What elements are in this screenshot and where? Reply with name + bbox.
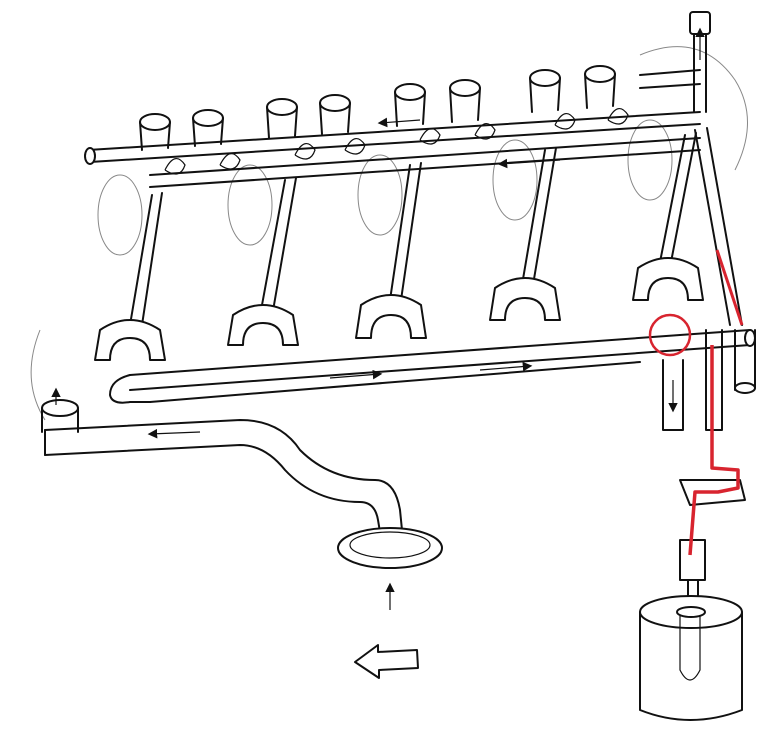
highlighted-oil-path: [648, 249, 744, 556]
pickup-tube: [41, 399, 443, 569]
filter-assembly: [639, 329, 756, 721]
lifter-3: [266, 98, 298, 139]
top-sender-tube: [689, 11, 711, 113]
flow-arrows: [51, 27, 705, 610]
main-oil-gallery: [109, 329, 756, 404]
lifter-5: [394, 83, 426, 127]
front-of-engine-arrow-icon: [354, 644, 419, 679]
bearing-feed-tubes: [129, 127, 743, 326]
ghost-cylinders: [30, 46, 748, 421]
lifter-8: [584, 65, 616, 109]
lifter-2: [192, 109, 224, 147]
lifter-7: [529, 69, 561, 113]
upper-oil-gallery: [84, 69, 701, 188]
lifter-4: [319, 94, 351, 135]
lifter-1: [139, 113, 171, 151]
lifter-flow-swirls: [164, 108, 629, 175]
lifter-6: [449, 79, 481, 123]
main-bearings: [94, 257, 704, 361]
lifter-bores: [139, 65, 616, 151]
highlight-circle: [648, 313, 692, 357]
